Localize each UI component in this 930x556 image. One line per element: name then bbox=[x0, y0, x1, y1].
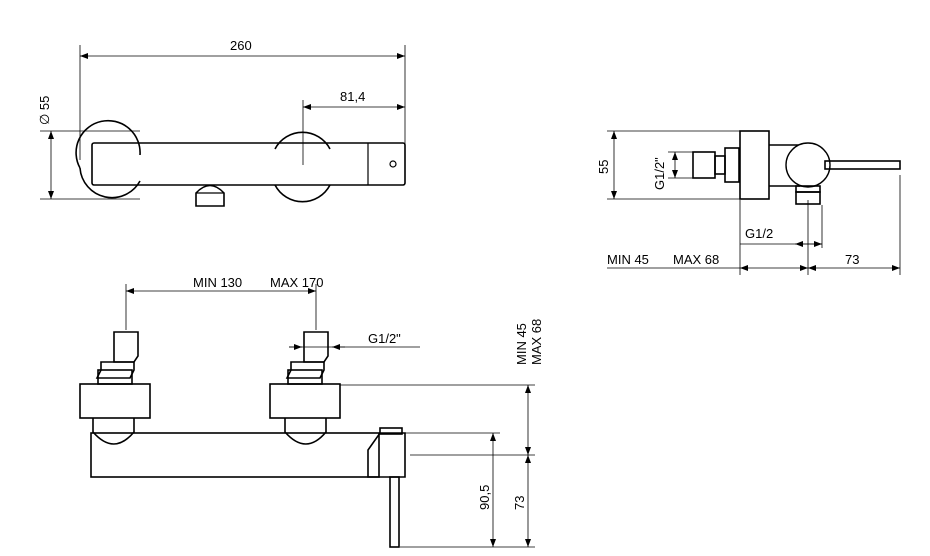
dim-side-min-label: MIN 45 bbox=[607, 252, 649, 267]
dim-body-height-label: 73 bbox=[512, 496, 527, 510]
dim-outlet-height-label: 90,5 bbox=[477, 485, 492, 510]
dim-side-lever-label: 73 bbox=[845, 252, 859, 267]
dim-center-min-label: MIN 130 bbox=[193, 275, 242, 290]
dim-center-max-label: MAX 170 bbox=[270, 275, 323, 290]
dim-side-outlet-label: G1/2 bbox=[745, 226, 773, 241]
dim-depth-max-label: MAX 68 bbox=[529, 319, 544, 365]
side-view: 55 G1/2" G1/2 MIN 45 MAX 68 73 bbox=[596, 130, 901, 275]
dim-side-max-label: MAX 68 bbox=[673, 252, 719, 267]
dim-side-height-label: 55 bbox=[596, 160, 611, 174]
dim-overall-length-label: 260 bbox=[230, 38, 252, 53]
top-view: 260 81,4 ∅ 55 bbox=[37, 38, 406, 207]
front-view: MIN 130 MAX 170 G1/2" MIN 45 MAX 68 73 9… bbox=[79, 275, 544, 548]
dim-depth-min-label: MIN 45 bbox=[514, 323, 529, 365]
dim-diameter-label: ∅ 55 bbox=[37, 96, 52, 125]
dim-front-inlet-label: G1/2" bbox=[368, 331, 401, 346]
dim-handle-offset-label: 81,4 bbox=[340, 89, 365, 104]
dim-side-inlet-label: G1/2" bbox=[652, 157, 667, 190]
